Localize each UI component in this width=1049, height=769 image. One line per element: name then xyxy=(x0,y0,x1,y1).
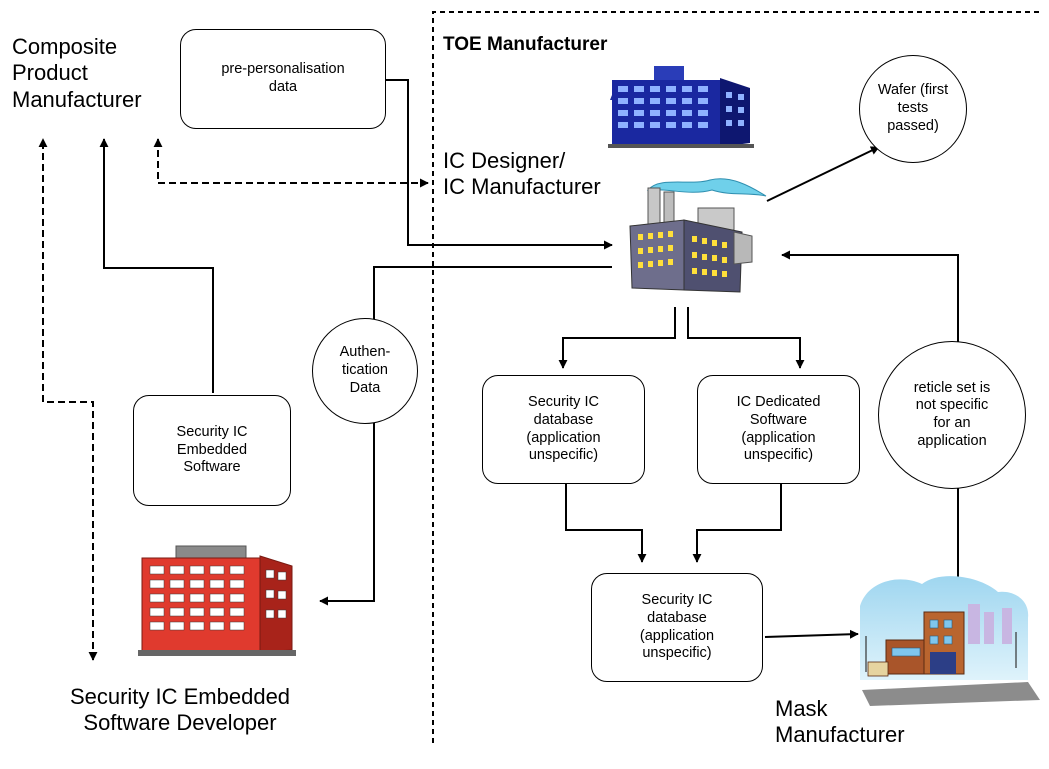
ic-designer-label: IC Designer/ IC Manufacturer xyxy=(443,148,601,200)
connector-ic-to-dedicated-sw xyxy=(687,307,805,369)
connector-authentication-to-developer xyxy=(319,266,612,606)
reticle-set-circle: reticle set is not specific for an appli… xyxy=(878,341,1026,489)
red-building-icon xyxy=(138,545,296,656)
connector-composite-to-ic-dashed xyxy=(153,138,429,188)
security-ic-database-2-box: Security IC database (application unspec… xyxy=(591,573,763,682)
toe-boundary xyxy=(432,11,1040,743)
connector-developer-to-composite-dashed xyxy=(38,138,98,661)
mask-building-icon xyxy=(860,576,1040,706)
blue-building-icon xyxy=(608,66,754,148)
wafer-circle: Wafer (first tests passed) xyxy=(859,55,967,163)
connector-dedicated-sw-to-db2 xyxy=(692,484,782,563)
embedded-software-box: Security IC Embedded Software xyxy=(133,395,291,506)
connector-db2-to-mask xyxy=(764,629,859,639)
composite-manufacturer-label: Composite Product Manufacturer xyxy=(12,34,142,112)
mask-manufacturer-label: Mask Manufacturer xyxy=(775,696,905,748)
security-ic-database-box: Security IC database (application unspec… xyxy=(482,375,645,484)
connector-ic-to-security-db xyxy=(558,307,676,369)
embedded-developer-label: Security IC Embedded Software Developer xyxy=(69,684,291,736)
factory-icon xyxy=(629,178,767,293)
prepersonalisation-data-box: pre-personalisation data xyxy=(180,29,386,129)
connector-embedded-sw-to-composite xyxy=(99,138,214,393)
ic-dedicated-software-box: IC Dedicated Software (application unspe… xyxy=(697,375,860,484)
connector-security-db-to-db2 xyxy=(565,484,647,563)
connector-ic-to-wafer xyxy=(766,146,880,202)
toe-manufacturer-title: TOE Manufacturer xyxy=(443,34,608,55)
authentication-data-circle: Authen- tication Data xyxy=(312,318,418,424)
